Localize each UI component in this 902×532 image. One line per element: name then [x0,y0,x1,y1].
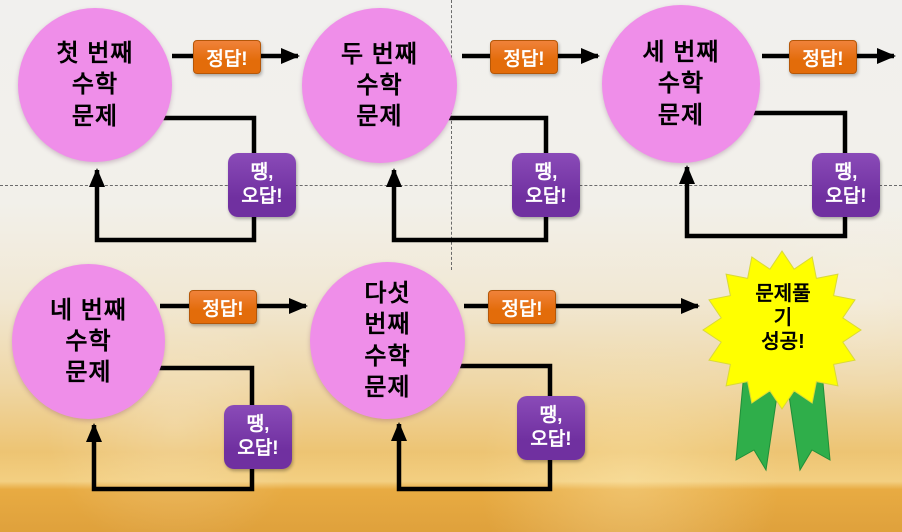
arrow-wrong-loop-4 [86,365,255,492]
correct-badge-5-label: 정답! [501,298,543,320]
wrong-badge-1-label: 땡, 오답! [241,162,283,207]
wrong-badge-4-label: 땡, 오답! [237,414,279,459]
node-problem-3: 세 번째 수학 문제 [602,5,760,163]
node-problem-2: 두 번째 수학 문제 [302,8,457,163]
node-problem-3-label: 세 번째 수학 문제 [642,39,720,129]
correct-badge-3-label: 정답! [802,48,844,70]
success-star-shape [702,250,862,410]
node-problem-1: 첫 번째 수학 문제 [18,8,172,162]
node-problem-5-label: 다섯 번째 수학 문제 [364,280,411,401]
node-problem-4: 네 번째 수학 문제 [12,264,165,419]
arrow-wrong-loop-5 [391,363,553,492]
correct-badge-4: 정답! [189,290,257,324]
correct-badge-2-label: 정답! [503,48,545,70]
correct-badge-5: 정답! [488,290,556,324]
correct-badge-1-label: 정답! [206,48,248,70]
wrong-badge-5: 땡, 오답! [517,396,585,460]
node-problem-2-label: 두 번째 수학 문제 [341,40,418,131]
node-problem-5: 다섯 번째 수학 문제 [310,262,465,419]
wrong-badge-5-label: 땡, 오답! [530,405,572,450]
award-graphic [702,250,862,472]
wrong-badge-2-label: 땡, 오답! [525,162,567,207]
wrong-badge-3: 땡, 오답! [812,153,880,217]
wrong-badge-2: 땡, 오답! [512,153,580,217]
correct-badge-3: 정답! [789,40,857,74]
arrow-wrong-loop-3 [679,110,848,239]
wrong-badge-4: 땡, 오답! [224,405,292,469]
node-problem-4-label: 네 번째 수학 문제 [50,296,127,387]
correct-badge-2: 정답! [490,40,558,74]
arrow-wrong-loop-1 [89,115,257,243]
correct-badge-1: 정답! [193,40,261,74]
vertical-guide-line [451,0,452,270]
correct-badge-4-label: 정답! [202,298,244,320]
success-label: 문제풀 기 성공! [755,283,811,353]
node-problem-1-label: 첫 번째 수학 문제 [56,40,134,130]
arrow-wrong-loop-2 [386,115,549,243]
wrong-badge-3-label: 땡, 오답! [825,162,867,207]
wrong-badge-1: 땡, 오답! [228,153,296,217]
